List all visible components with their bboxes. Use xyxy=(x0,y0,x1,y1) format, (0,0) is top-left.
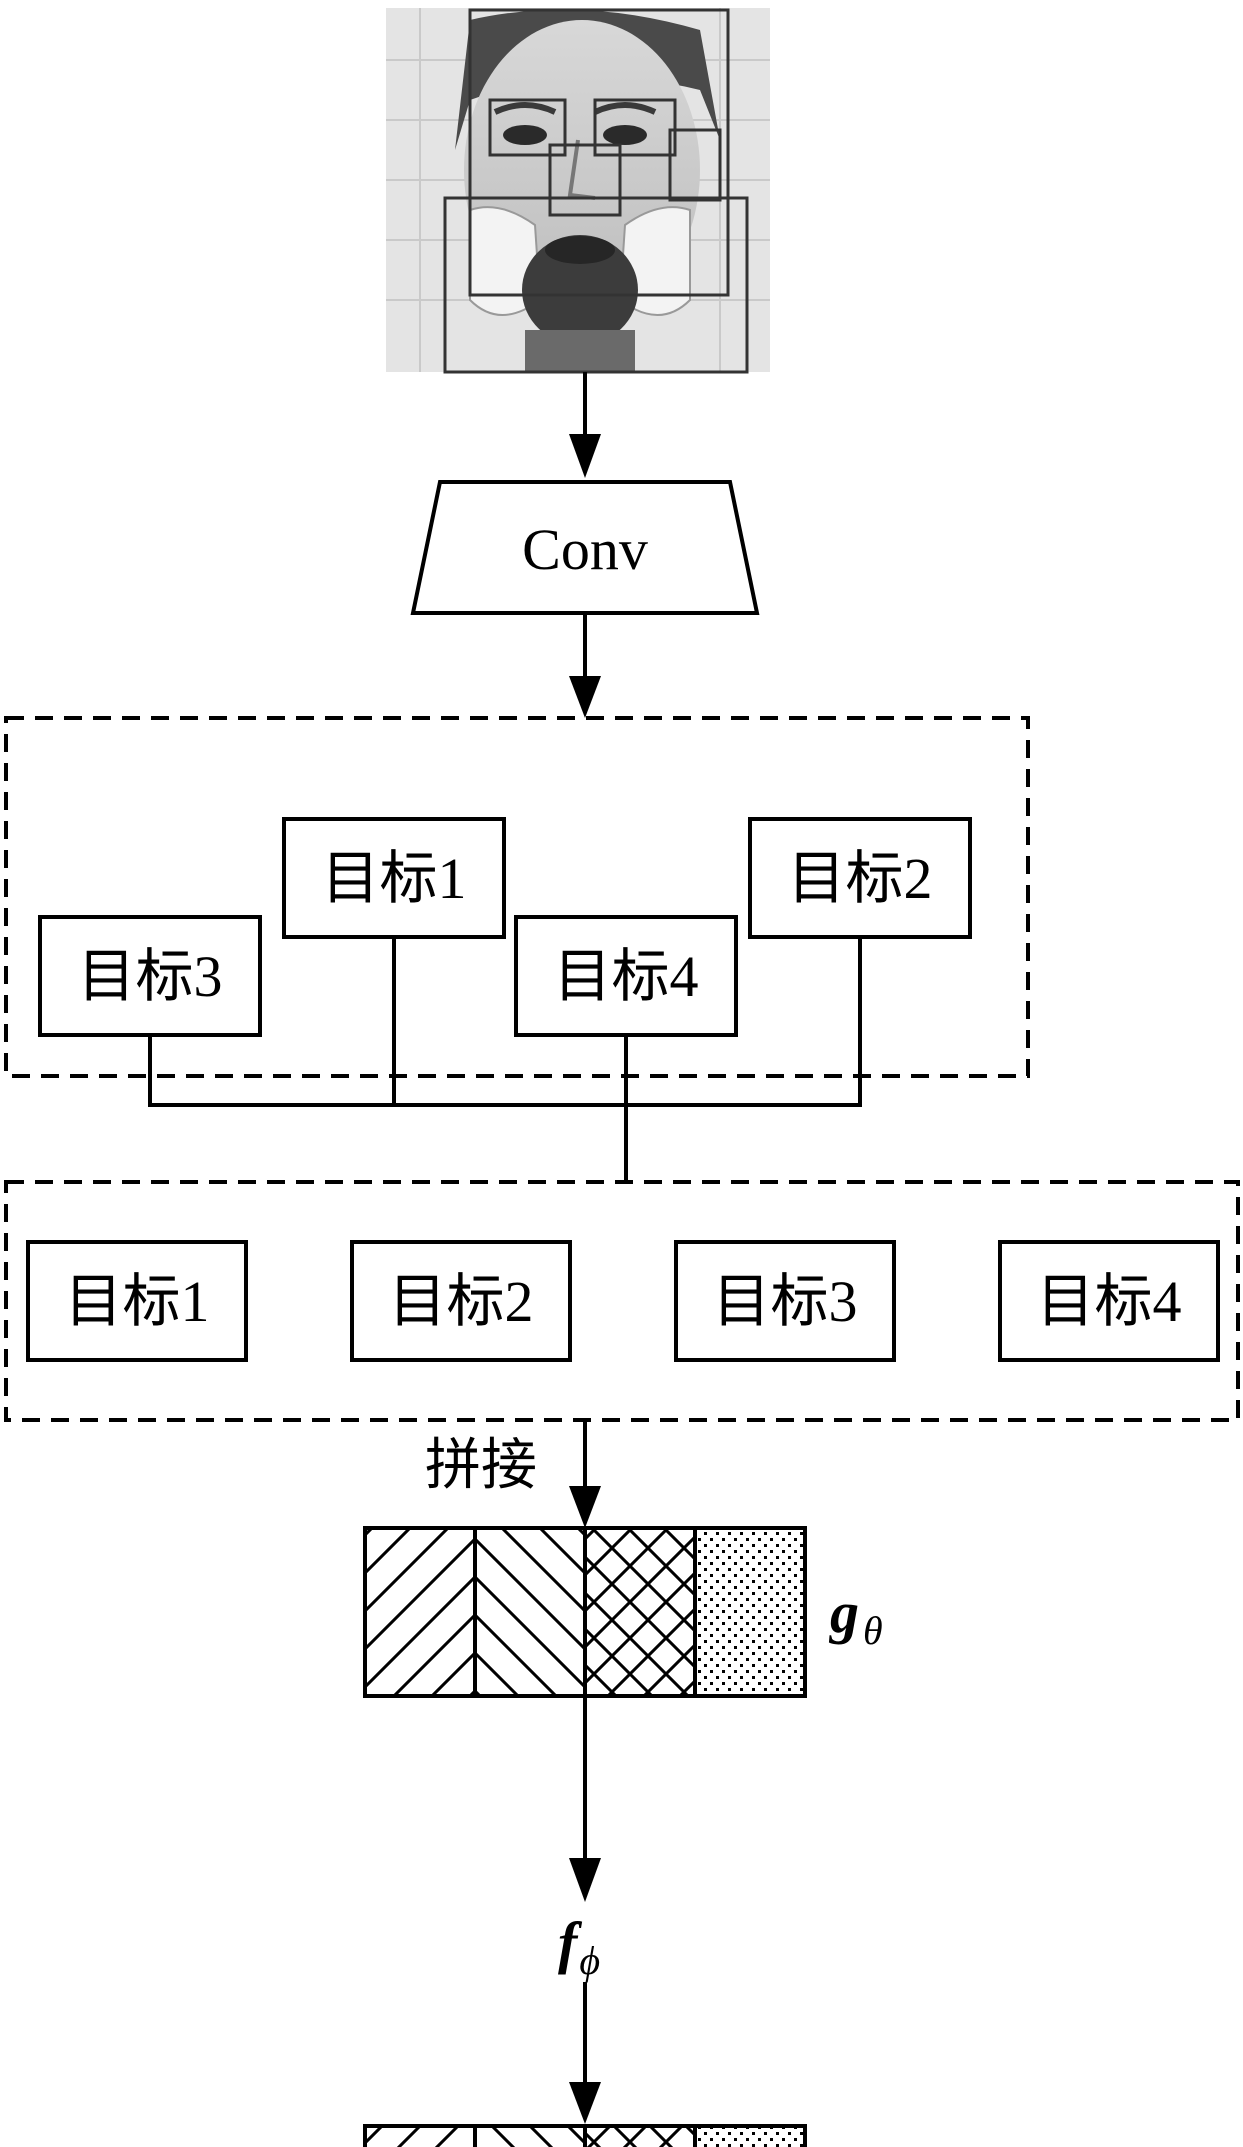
conv-label: Conv xyxy=(522,517,648,582)
arrowhead-photo-to-conv xyxy=(569,434,601,478)
ordered-target-box-1-label: 目标1 xyxy=(64,1269,209,1334)
ordered-target-box-3-label: 目标3 xyxy=(712,1269,857,1334)
target-box-4-label: 目标4 xyxy=(553,944,698,1009)
target-box-1: 目标1 xyxy=(282,817,506,939)
target-box-2-label: 目标2 xyxy=(787,846,932,911)
detected-targets-group xyxy=(4,716,1030,1078)
output-vector xyxy=(363,2124,807,2147)
face-photo xyxy=(386,8,770,374)
target-box-3-label: 目标3 xyxy=(77,944,222,1009)
g-theta-sub: θ xyxy=(863,1608,883,1653)
ordered-target-box-4-label: 目标4 xyxy=(1036,1269,1181,1334)
arrowhead-f-to-output xyxy=(569,2082,601,2124)
arrowhead-g-to-f xyxy=(569,1858,601,1902)
target-box-3: 目标3 xyxy=(38,915,262,1037)
target-connectors xyxy=(148,937,862,1182)
concat-label: 拼接 xyxy=(425,1435,537,1497)
target-box-2: 目标2 xyxy=(748,817,972,939)
ordered-target-box-3: 目标3 xyxy=(674,1240,896,1362)
conv-block xyxy=(410,480,760,615)
arrowhead-concat xyxy=(569,1486,601,1528)
ordered-target-box-2-label: 目标2 xyxy=(388,1269,533,1334)
g-theta-main: g xyxy=(828,1580,859,1645)
f-phi-sub: ϕ xyxy=(579,1938,600,1983)
arrowhead-conv-to-targets xyxy=(569,676,601,718)
target-box-4: 目标4 xyxy=(514,915,738,1037)
f-phi-label: fϕ xyxy=(558,1910,600,1983)
ordered-target-box-1: 目标1 xyxy=(26,1240,248,1362)
target-box-1-label: 目标1 xyxy=(321,846,466,911)
g-theta-vector xyxy=(363,1526,807,1698)
ordered-target-box-4: 目标4 xyxy=(998,1240,1220,1362)
ordered-target-box-2: 目标2 xyxy=(350,1240,572,1362)
ordered-targets-group xyxy=(4,1180,1240,1422)
